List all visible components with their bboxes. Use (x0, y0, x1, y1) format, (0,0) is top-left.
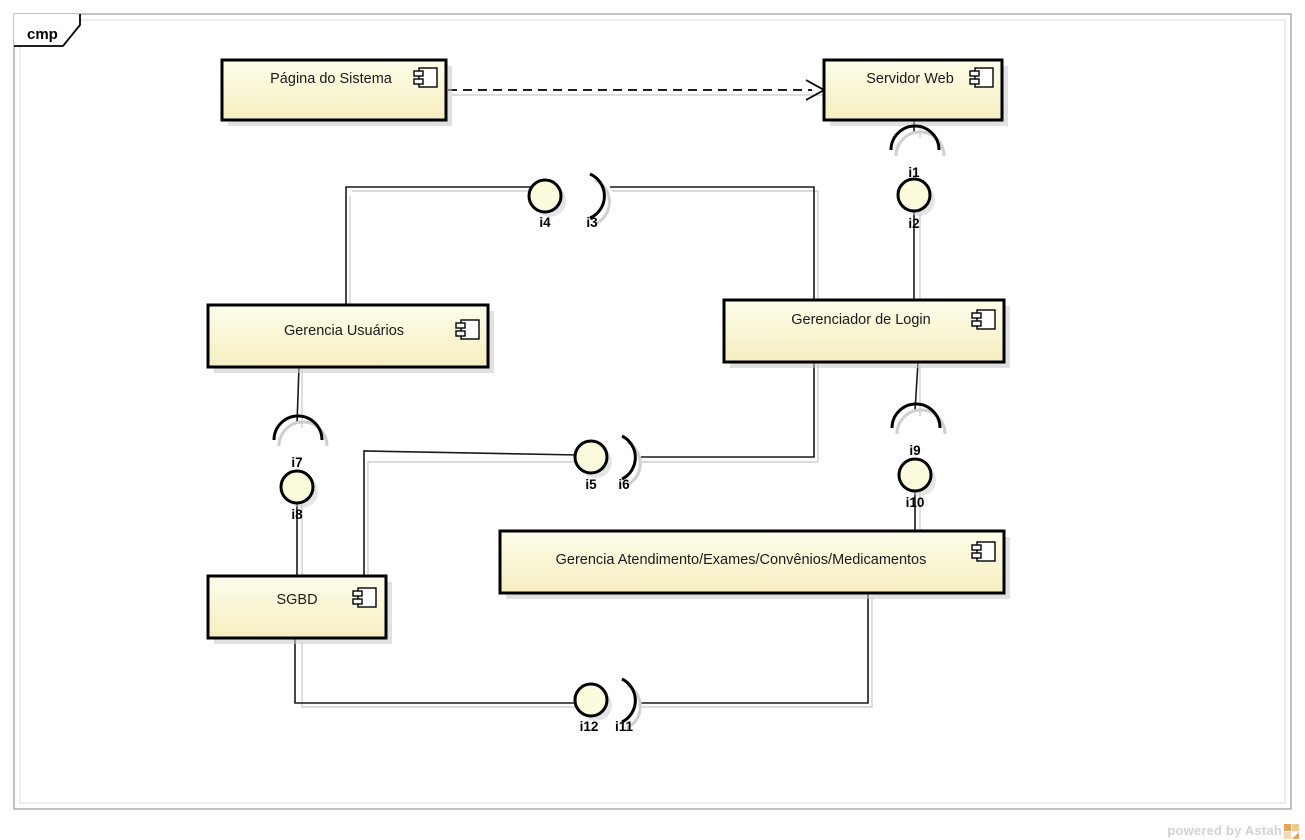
component-icon (971, 541, 996, 562)
interface-label: i6 (618, 477, 630, 492)
component-gerencia-usuarios[interactable]: Gerencia Usuários (206, 303, 494, 373)
interface-i8-provided[interactable]: i8 (279, 469, 318, 522)
interface-i11-required[interactable]: i11 (615, 677, 642, 734)
astah-logo-icon (1284, 824, 1299, 839)
interface-label: i4 (539, 215, 551, 230)
interface-label: i10 (906, 495, 925, 510)
interface-label: i2 (908, 216, 919, 231)
component-servidor-web[interactable]: Servidor Web (822, 58, 1008, 126)
component-gerenciador-de-login[interactable]: Gerenciador de Login (722, 298, 1010, 368)
interface-i3-required[interactable]: i3 (586, 172, 611, 230)
diagram-frame: cmp (13, 13, 1292, 810)
watermark-text: powered by Astah (1167, 823, 1282, 838)
interface-label: i7 (291, 455, 302, 470)
interface-label: i3 (586, 215, 598, 230)
component-gerencia-atendimento[interactable]: Gerencia Atendimento/Exames/Convênios/Me… (498, 529, 1010, 599)
assembly-sgbd-gerLogin (363, 450, 580, 576)
component-icon (969, 67, 994, 88)
interface-label: i11 (615, 719, 634, 734)
component-icon (971, 309, 996, 330)
frame-label: cmp (27, 26, 58, 43)
dependency-pagina-to-servidor (448, 79, 826, 101)
interface-label: i9 (909, 443, 920, 458)
assembly-sgbd-gerUsuarios (296, 366, 300, 576)
interface-label: i1 (908, 165, 920, 180)
interface-i12-provided[interactable]: i12 (573, 682, 612, 734)
interface-i2-provided[interactable]: i2 (896, 177, 935, 231)
component-label: SGBD (276, 592, 317, 608)
component-pagina-do-sistema[interactable]: Página do Sistema (220, 58, 452, 126)
component-icon (352, 587, 377, 608)
component-label: Gerenciador de Login (791, 312, 930, 328)
interface-i7-required[interactable]: i7 (272, 414, 329, 470)
component-sgbd[interactable]: SGBD (206, 574, 392, 644)
interface-label: i8 (291, 507, 303, 522)
component-label: Servidor Web (866, 71, 954, 87)
component-icon (413, 67, 438, 88)
interface-i6-required[interactable]: i6 (618, 434, 642, 492)
component-icon (455, 319, 480, 340)
component-label: Gerencia Atendimento/Exames/Convênios/Me… (556, 552, 927, 568)
component-label: Gerencia Usuários (284, 323, 404, 339)
interface-label: i5 (585, 477, 597, 492)
assembly-sgbd-gerAtend (294, 593, 869, 704)
astah-watermark: powered by Astah (1167, 823, 1299, 839)
interface-i5-provided[interactable]: i5 (573, 439, 612, 492)
interface-i10-provided[interactable]: i10 (897, 457, 936, 510)
interface-i9-required[interactable]: i9 (890, 402, 947, 458)
interface-i1-required[interactable]: i1 (889, 124, 946, 180)
interface-i4-provided[interactable]: i4 (527, 178, 566, 230)
interface-label: i12 (580, 719, 599, 734)
component-label: Página do Sistema (270, 71, 393, 87)
